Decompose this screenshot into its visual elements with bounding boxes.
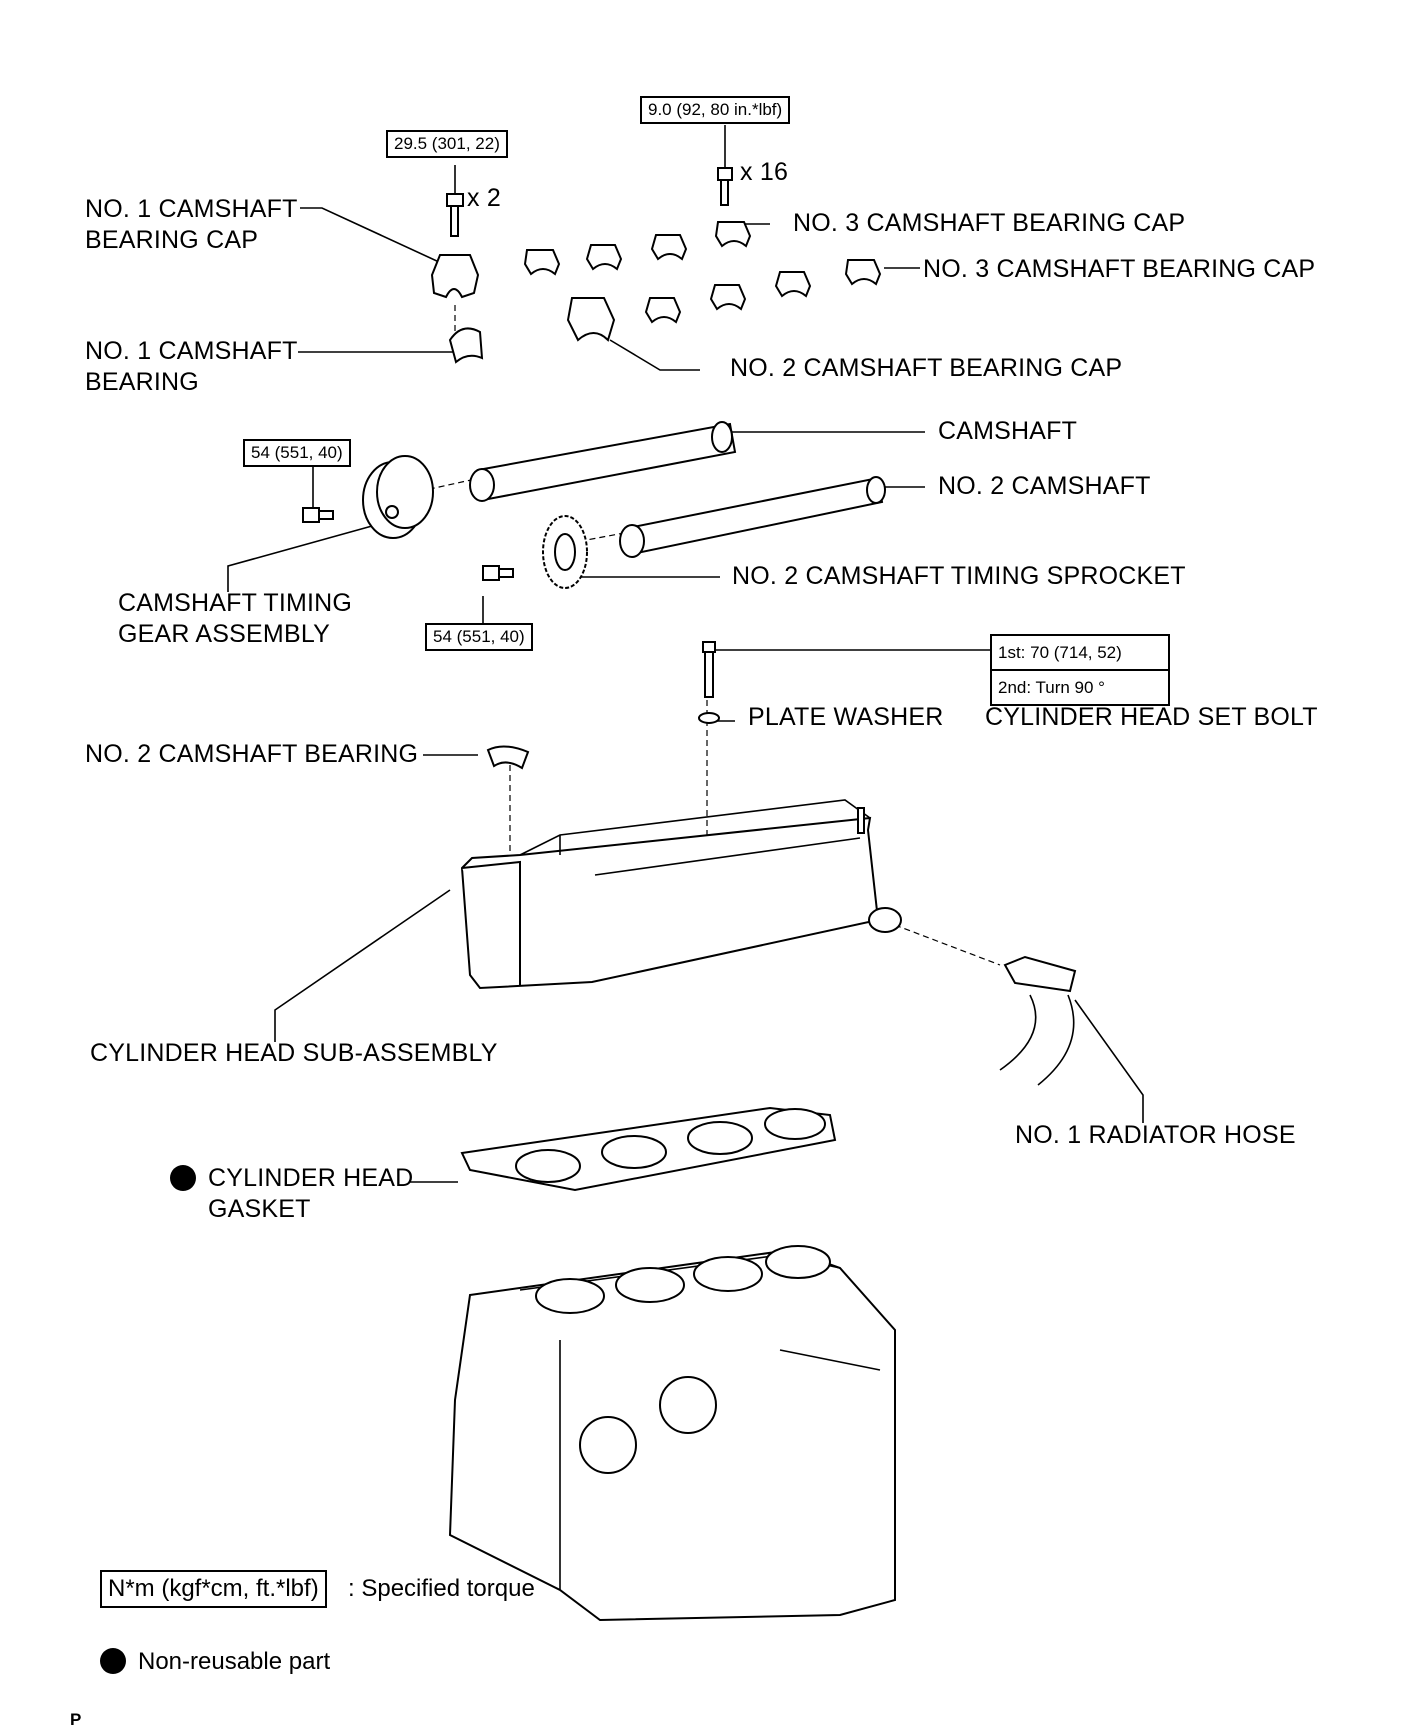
timing-gear-icon xyxy=(362,455,434,539)
no2-bearing-icon xyxy=(486,745,530,770)
torque-head-bolt-1st: 1st: 70 (714, 52) xyxy=(992,636,1168,671)
label-no3-cap-a: NO. 3 CAMSHAFT BEARING CAP xyxy=(793,209,1186,237)
cap-nut-qty: x 16 xyxy=(740,158,789,186)
label-head-gasket-text: CYLINDER HEAD GASKET xyxy=(208,1164,414,1223)
torque-head-bolt-2nd: 2nd: Turn 90 ° xyxy=(998,678,1105,697)
sprocket-bolt-icon xyxy=(482,565,514,581)
torque-head-set-bolt: 1st: 70 (714, 52) 2nd: Turn 90 ° xyxy=(990,634,1170,706)
label-camshaft: CAMSHAFT xyxy=(938,417,1078,445)
cylinder-head-icon xyxy=(460,799,902,990)
label-no2-sprocket: NO. 2 CAMSHAFT TIMING SPROCKET xyxy=(732,562,1186,590)
head-set-bolt-icon xyxy=(698,641,720,724)
label-head-sub: CYLINDER HEAD SUB-ASSEMBLY xyxy=(90,1039,498,1067)
head-gasket-icon xyxy=(460,1106,837,1192)
gear-bolt-icon xyxy=(302,507,334,523)
label-no3-cap-b: NO. 3 CAMSHAFT BEARING CAP xyxy=(923,255,1316,283)
sprocket-icon xyxy=(542,515,588,589)
label-timing-gear: CAMSHAFT TIMING GEAR ASSEMBLY xyxy=(118,589,353,648)
engine-block-icon xyxy=(448,1245,896,1622)
label-no2-camshaft: NO. 2 CAMSHAFT xyxy=(938,472,1151,500)
radiator-hose-icon xyxy=(999,955,1077,1086)
cap-nut-icon xyxy=(717,167,733,206)
camshaft-icon xyxy=(469,421,737,502)
legend-torque-unit: N*m (kgf*cm, ft.*lbf) xyxy=(100,1570,327,1608)
label-head-gasket: CYLINDER HEAD GASKET xyxy=(170,1163,413,1225)
label-no1-bearing: NO. 1 CAMSHAFT BEARING xyxy=(85,336,298,398)
nonreusable-legend-bullet-icon xyxy=(100,1648,126,1674)
label-no2-bearing: NO. 2 CAMSHAFT BEARING xyxy=(85,740,419,768)
torque-sprocket-bolt: 54 (551, 40) xyxy=(425,623,533,651)
torque-cap-nut: 9.0 (92, 80 in.*lbf) xyxy=(640,96,791,124)
legend-torque-desc: : Specified torque xyxy=(348,1575,535,1602)
leader-lines xyxy=(227,125,1144,1183)
cap-bolt-icon xyxy=(446,193,464,237)
label-no2-cap: NO. 2 CAMSHAFT BEARING CAP xyxy=(730,354,1123,382)
label-head-set-bolt: CYLINDER HEAD SET BOLT xyxy=(985,703,1318,731)
label-no1-cap-text: NO. 1 CAMSHAFT BEARING CAP xyxy=(85,194,298,256)
legend-nonreusable: Non-reusable part xyxy=(100,1645,330,1679)
label-plate-washer: PLATE WASHER xyxy=(748,703,944,731)
torque-gear-bolt: 54 (551, 40) xyxy=(243,439,351,467)
page-mark: P xyxy=(70,1710,82,1729)
label-radiator-hose: NO. 1 RADIATOR HOSE xyxy=(1015,1121,1296,1149)
legend-nonreusable-text: Non-reusable part xyxy=(138,1648,331,1675)
torque-cap-bolt: 29.5 (301, 22) xyxy=(386,130,508,158)
bearing-caps xyxy=(430,221,882,364)
no2-camshaft-icon xyxy=(619,476,886,558)
cap-bolt-qty: x 2 xyxy=(467,184,501,212)
nonreusable-bullet-icon xyxy=(170,1165,196,1191)
